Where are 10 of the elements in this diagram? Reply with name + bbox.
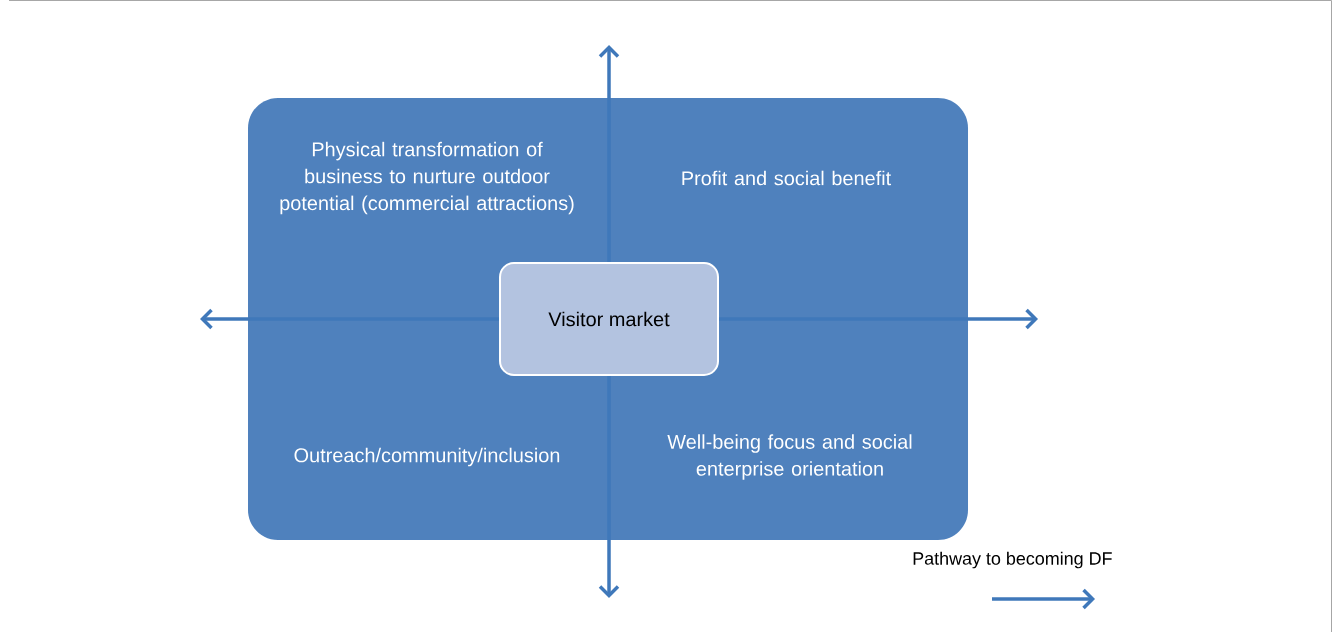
quadrant-label: Profit and social benefit <box>682 170 892 186</box>
quadrant-label: Outreach/community/inclusion <box>294 447 560 467</box>
arrow <box>719 308 1038 330</box>
quadrant-label: Well-being focus and social enterprise orientation <box>667 434 912 480</box>
quadrant-label: Physical transformation of business to nurture outdoor potential (commercial attractions) <box>280 141 574 215</box>
legend-text: Pathway to becoming DF <box>913 551 1112 569</box>
arrow <box>200 308 499 330</box>
arrow <box>598 45 620 262</box>
center-box: Visitor market <box>499 262 719 376</box>
arrow <box>598 376 620 598</box>
